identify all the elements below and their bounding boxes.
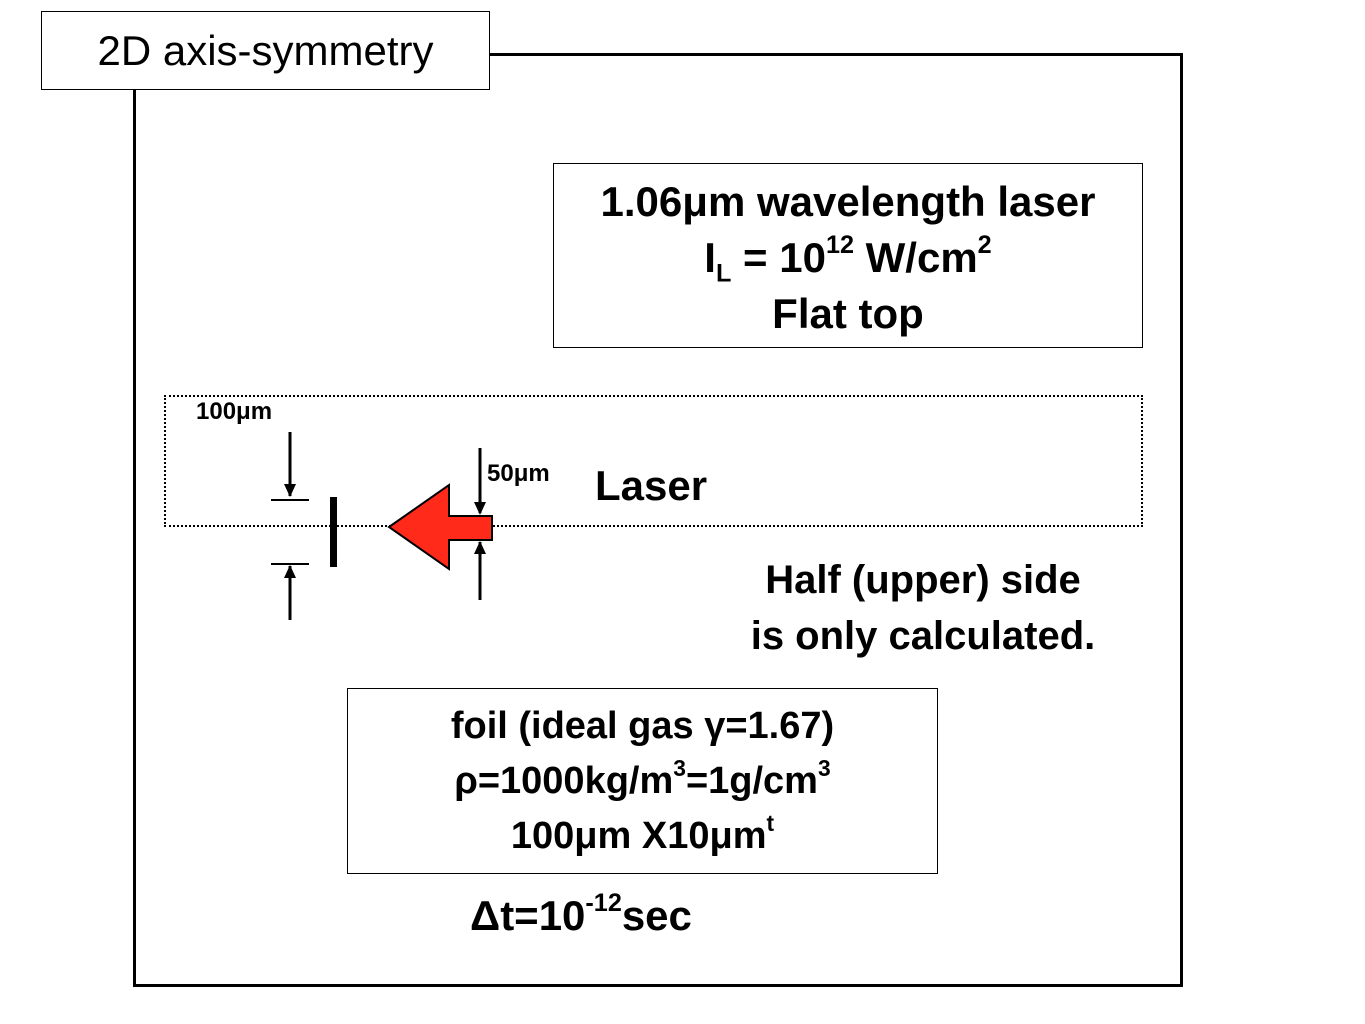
beam-radius-label: 50μm [487,460,550,487]
foil-parameters-box: foil (ideal gas γ=1.67) ρ=1000kg/m3=1g/c… [347,688,938,874]
half-side-note-line1: Half (upper) side [765,558,1081,602]
timestep-base: Δt=10 [470,892,586,939]
density-cgs: =1g/cm [685,760,818,802]
simulation-domain-frame [133,53,1183,987]
foil-size-superscript: t [766,809,775,836]
intensity-exponent: 12 [825,231,854,260]
intensity-unit-exponent: 2 [977,231,992,260]
density-cgs-exponent: 3 [817,754,831,781]
title-tab: 2D axis-symmetry [41,11,490,90]
laser-wavelength: 1.06μm wavelength laser [600,178,1096,225]
laser-intensity: IL = 1012 W/cm2 [554,230,1142,286]
foil-height-label: 100μm [196,398,273,425]
foil-size-value: 100μm X10μm [510,815,767,857]
timestep-exponent: -12 [585,889,622,918]
laser-label: Laser [595,462,708,509]
title-text: 2D axis-symmetry [97,26,434,74]
density-si: ρ=1000kg/m [454,760,674,802]
calculation-region-dotted [164,395,1143,527]
intensity-subscript: L [715,259,732,288]
half-side-note-line2: is only calculated. [750,614,1096,658]
intensity-symbol: I [704,234,716,281]
laser-profile: Flat top [772,290,924,337]
density-si-exponent: 3 [673,754,686,781]
half-side-note: Half (upper) side is only calculated. [700,552,1146,664]
foil-size: 100μm X10μmt [348,809,937,864]
timestep-unit: sec [621,892,692,939]
foil-material: foil (ideal gas γ=1.67) [450,705,835,747]
timestep-label: Δt=10-12sec [470,889,692,940]
laser-parameters-box: 1.06μm wavelength laser IL = 1012 W/cm2 … [553,163,1143,348]
foil-density: ρ=1000kg/m3=1g/cm3 [348,754,937,809]
intensity-base: = 10 [731,234,826,281]
intensity-unit: W/cm [853,234,978,281]
